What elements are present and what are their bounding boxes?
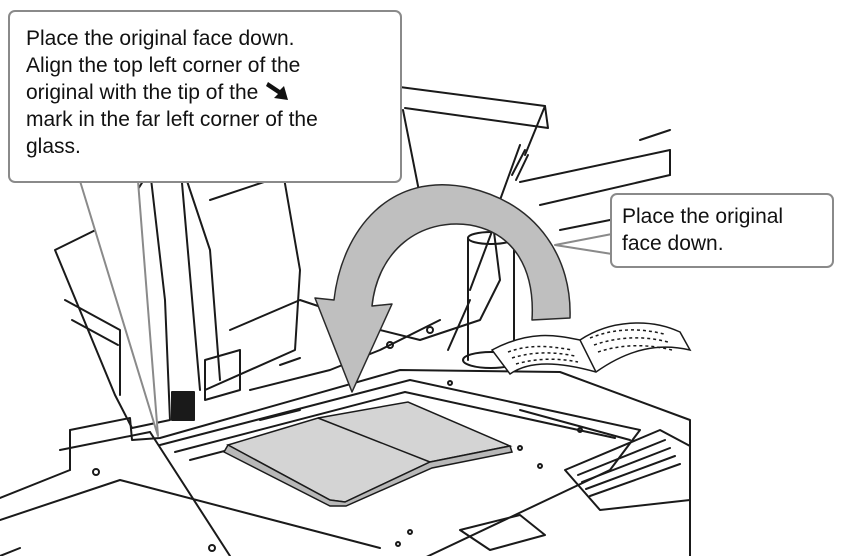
main-callout-pointer — [80, 181, 158, 436]
main-instruction-callout: Place the original face down. Align the … — [8, 10, 402, 183]
corner-arrow-icon — [266, 80, 290, 102]
open-book-icon — [492, 323, 690, 374]
main-callout-line-4: mark in the far left corner of the — [26, 106, 388, 133]
main-callout-line-3: original with the tip of the — [26, 81, 258, 104]
main-callout-line-2: Align the top left corner of the — [26, 52, 388, 79]
side-callout-line-1: Place the original — [622, 203, 824, 230]
side-instruction-callout: Place the original face down. — [610, 193, 834, 268]
main-callout-line-1: Place the original face down. — [26, 25, 388, 52]
side-callout-pointer — [555, 234, 612, 254]
main-callout-line-5: glass. — [26, 133, 388, 160]
main-callout-line-3-wrap: original with the tip of the — [26, 79, 388, 106]
side-callout-line-2: face down. — [622, 230, 824, 257]
